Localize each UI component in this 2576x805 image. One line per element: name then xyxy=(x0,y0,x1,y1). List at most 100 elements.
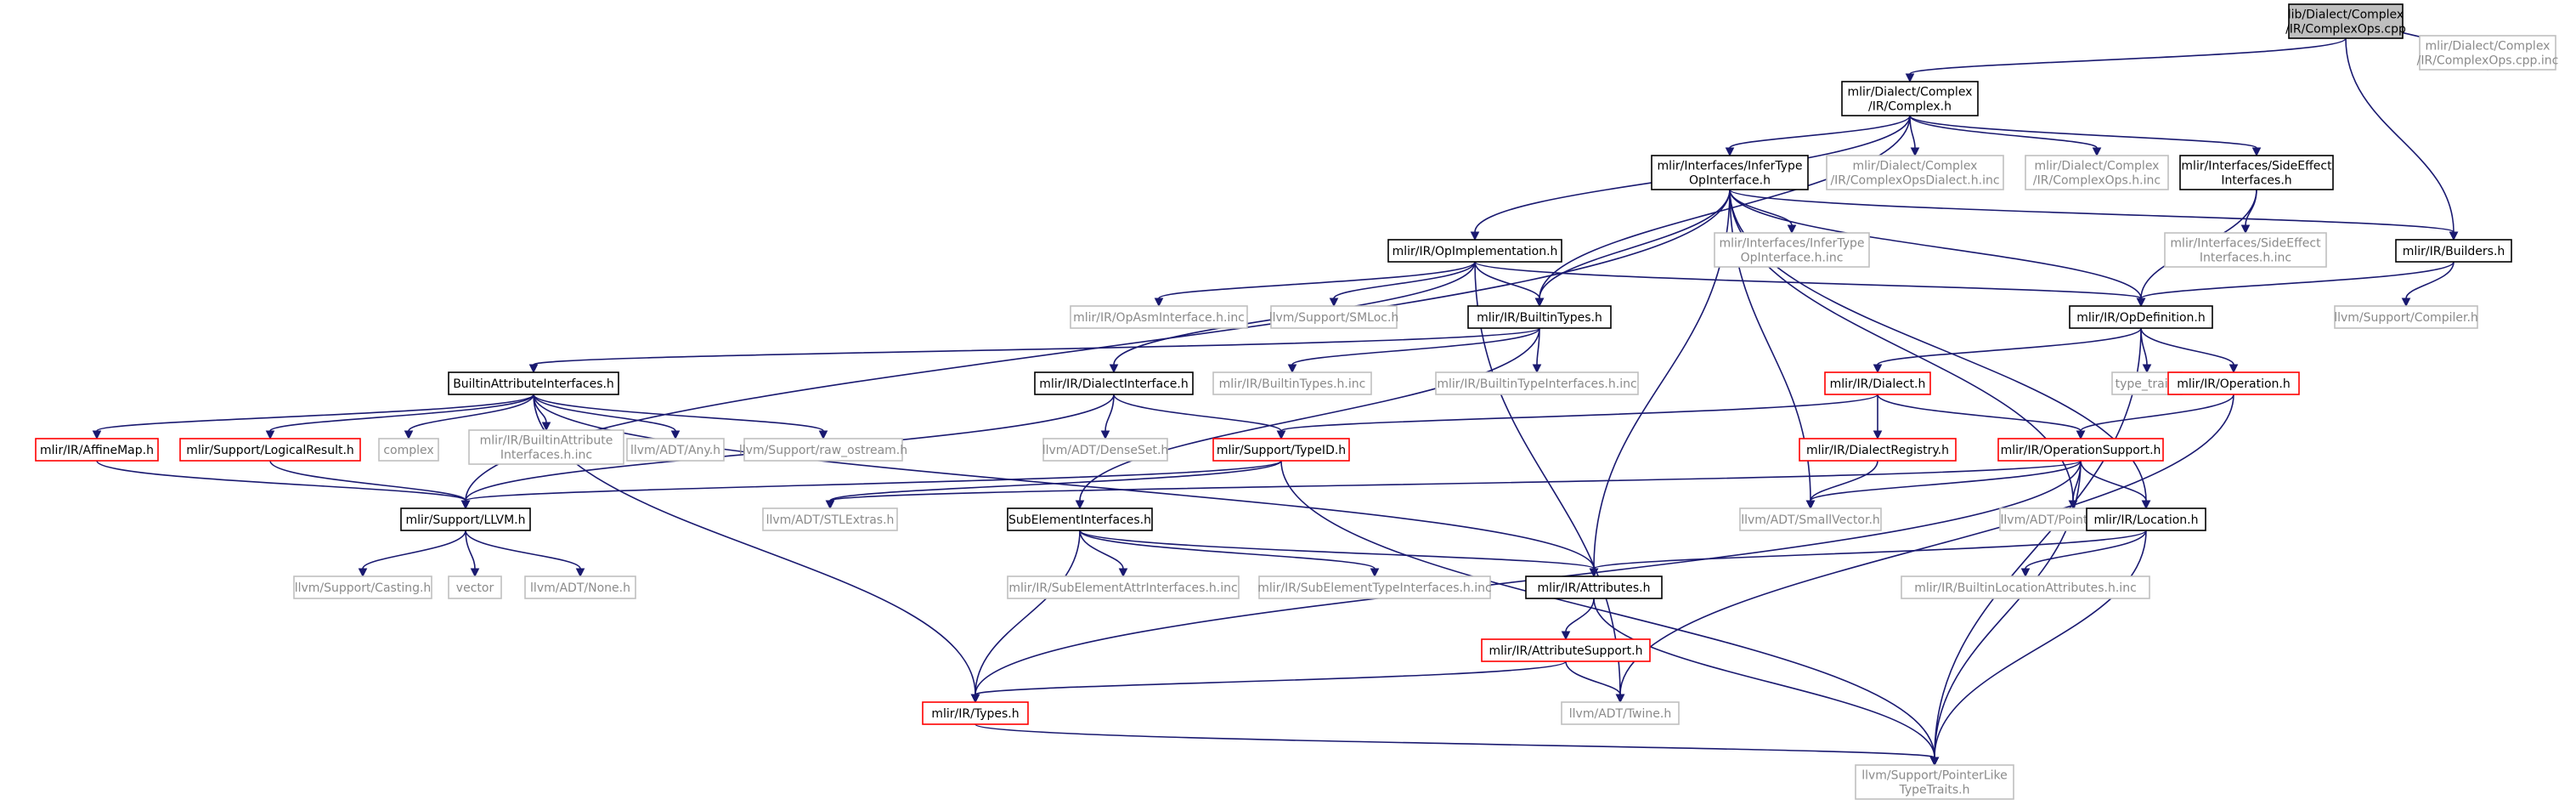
node-builtinattrif[interactable]: BuiltinAttributeInterfaces.h xyxy=(448,371,619,395)
node-attrsupport[interactable]: mlir/IR/AttributeSupport.h xyxy=(1481,638,1651,662)
node-infertype_inc[interactable]: mlir/Interfaces/InferTypeOpInterface.h.i… xyxy=(1714,232,1870,268)
node-complex[interactable]: complex xyxy=(378,438,439,462)
node-box xyxy=(743,438,903,462)
node-builtintypeif_inc[interactable]: mlir/IR/BuiltinTypeInterfaces.h.inc xyxy=(1435,371,1639,395)
node-box xyxy=(2179,155,2334,190)
edge-attrsupport-to-types xyxy=(970,660,1567,704)
node-dialectregistry[interactable]: mlir/IR/DialectRegistry.h xyxy=(1799,438,1957,462)
node-box xyxy=(1841,81,1979,116)
edge-infertype-to-builtintypes xyxy=(1534,189,1731,308)
node-stlextras[interactable]: llvm/ADT/STLExtras.h xyxy=(762,507,898,531)
node-sideeffect_inc[interactable]: mlir/Interfaces/SideEffectInterfaces.h.i… xyxy=(2164,232,2327,268)
node-builtinloc_inc[interactable]: mlir/IR/BuiltinLocationAttributes.h.inc xyxy=(1901,575,2150,599)
node-types[interactable]: mlir/IR/Types.h xyxy=(922,701,1029,725)
node-box xyxy=(448,575,502,599)
node-builtinattrif_inc[interactable]: mlir/IR/BuiltinAttributeInterfaces.h.inc xyxy=(468,429,624,465)
node-none[interactable]: llvm/ADT/None.h xyxy=(524,575,636,599)
node-label: mlir/IR/SubElementTypeInterfaces.h.inc xyxy=(1257,581,1491,595)
node-box xyxy=(1714,232,1870,268)
node-box xyxy=(1824,371,1931,395)
node-label: OpInterface.h.inc xyxy=(1741,252,1844,265)
node-label: BuiltinAttributeInterfaces.h xyxy=(453,377,614,391)
node-raw_ostream[interactable]: llvm/Support/raw_ostream.h xyxy=(739,438,907,462)
node-label: /IR/ComplexOpsDialect.h.inc xyxy=(1830,174,1999,188)
node-compiler[interactable]: llvm/Support/Compiler.h xyxy=(2334,305,2478,329)
node-box xyxy=(2167,371,2300,395)
node-location[interactable]: mlir/IR/Location.h xyxy=(2086,507,2206,531)
node-subelemif[interactable]: SubElementInterfaces.h xyxy=(1007,507,1153,531)
node-complexops_cpp_inc[interactable]: mlir/Dialect/Complex/IR/ComplexOps.cpp.i… xyxy=(2417,35,2559,71)
node-any[interactable]: llvm/ADT/Any.h xyxy=(626,438,725,462)
node-box xyxy=(2288,3,2404,39)
node-opasm_inc[interactable]: mlir/IR/OpAsmInterface.h.inc xyxy=(1070,305,1248,329)
node-builders[interactable]: mlir/IR/Builders.h xyxy=(2395,239,2512,263)
node-label: mlir/IR/AffineMap.h xyxy=(40,444,154,457)
node-label: mlir/IR/Operation.h xyxy=(2177,377,2290,391)
node-box xyxy=(762,507,898,531)
node-box xyxy=(2395,239,2512,263)
node-label: mlir/Interfaces/SideEffect xyxy=(2181,160,2332,173)
node-label: llvm/Support/SMLoc.h xyxy=(1269,311,1399,325)
node-box xyxy=(2025,155,2169,190)
edge-location-to-builtinloc_inc xyxy=(2020,530,2147,578)
node-dialect[interactable]: mlir/IR/Dialect.h xyxy=(1824,371,1931,395)
node-vector[interactable]: vector xyxy=(448,575,502,599)
node-box xyxy=(626,438,725,462)
node-builtintypes[interactable]: mlir/IR/BuiltinTypes.h xyxy=(1467,305,1612,329)
node-denseset[interactable]: llvm/ADT/DenseSet.h xyxy=(1042,438,1169,462)
node-subelemattr_inc[interactable]: mlir/IR/SubElementAttrInterfaces.h.inc xyxy=(1007,575,1240,599)
node-label: llvm/Support/PointerLike xyxy=(1861,769,2008,783)
node-dialectif[interactable]: mlir/IR/DialectInterface.h xyxy=(1034,371,1194,395)
node-label: complex xyxy=(383,444,433,457)
edge-opimpl-to-builtintypes xyxy=(1474,261,1545,308)
node-opimpl[interactable]: mlir/IR/OpImplementation.h xyxy=(1387,239,1562,263)
node-opsupport[interactable]: mlir/IR/OperationSupport.h xyxy=(1997,438,2164,462)
node-logicalresult[interactable]: mlir/Support/LogicalResult.h xyxy=(179,438,361,462)
node-attributes[interactable]: mlir/IR/Attributes.h xyxy=(1525,575,1663,599)
node-root[interactable]: lib/Dialect/Complex/IR/ComplexOps.cpp xyxy=(2285,3,2406,39)
edge-operation-to-opsupport xyxy=(2076,394,2234,440)
node-llvm_h[interactable]: mlir/Support/LLVM.h xyxy=(400,507,531,531)
node-box xyxy=(2086,507,2206,531)
node-box xyxy=(1561,701,1680,725)
edge-opdef-to-dialect xyxy=(1873,327,2142,374)
node-affinemap[interactable]: mlir/IR/AffineMap.h xyxy=(35,438,159,462)
edge-dialect-to-typeid xyxy=(1276,394,1878,440)
edge-dialectif-to-denseset xyxy=(1100,394,1115,440)
node-label: /IR/ComplexOps.cpp.inc xyxy=(2417,54,2559,68)
node-label: lib/Dialect/Complex xyxy=(2288,9,2404,22)
node-label: mlir/Interfaces/SideEffect xyxy=(2170,237,2321,251)
node-label: /IR/ComplexOps.cpp xyxy=(2285,23,2406,37)
node-complex_h[interactable]: mlir/Dialect/Complex/IR/Complex.h xyxy=(1841,81,1979,116)
node-complexopsdialect_inc[interactable]: mlir/Dialect/Complex/IR/ComplexOpsDialec… xyxy=(1826,155,2004,190)
node-box xyxy=(1481,638,1651,662)
node-typeid[interactable]: mlir/Support/TypeID.h xyxy=(1212,438,1350,462)
node-operation[interactable]: mlir/IR/Operation.h xyxy=(2167,371,2300,395)
node-label: /IR/Complex.h xyxy=(1868,100,1952,114)
node-box xyxy=(1007,575,1240,599)
node-opdef[interactable]: mlir/IR/OpDefinition.h xyxy=(2069,305,2213,329)
node-label: llvm/ADT/Twine.h xyxy=(1569,707,1671,721)
node-label: mlir/IR/BuiltinTypeInterfaces.h.inc xyxy=(1437,377,1636,391)
node-smallvector[interactable]: llvm/ADT/SmallVector.h xyxy=(1739,507,1882,531)
edge-complex_h-to-sideeffect xyxy=(1909,115,2262,157)
node-label: mlir/IR/BuiltinAttribute xyxy=(480,434,613,448)
node-casting[interactable]: llvm/Support/Casting.h xyxy=(293,575,432,599)
node-label: mlir/IR/Builders.h xyxy=(2403,245,2505,258)
node-complexops_h_inc[interactable]: mlir/Dialect/Complex/IR/ComplexOps.h.inc xyxy=(2025,155,2169,190)
edge-opsupport-to-stlextras xyxy=(825,460,2082,510)
node-box xyxy=(1651,155,1809,190)
node-box xyxy=(468,429,624,465)
node-smloc[interactable]: llvm/Support/SMLoc.h xyxy=(1269,305,1399,329)
node-label: Interfaces.h.inc xyxy=(2200,252,2291,265)
node-builtintypes_inc[interactable]: mlir/IR/BuiltinTypes.h.inc xyxy=(1212,371,1372,395)
node-label: mlir/IR/SubElementAttrInterfaces.h.inc xyxy=(1008,581,1237,595)
node-box xyxy=(524,575,636,599)
node-label: mlir/IR/BuiltinTypes.h xyxy=(1477,311,1602,325)
node-subelemtype_inc[interactable]: mlir/IR/SubElementTypeInterfaces.h.inc xyxy=(1257,575,1492,599)
node-twine[interactable]: llvm/ADT/Twine.h xyxy=(1561,701,1680,725)
